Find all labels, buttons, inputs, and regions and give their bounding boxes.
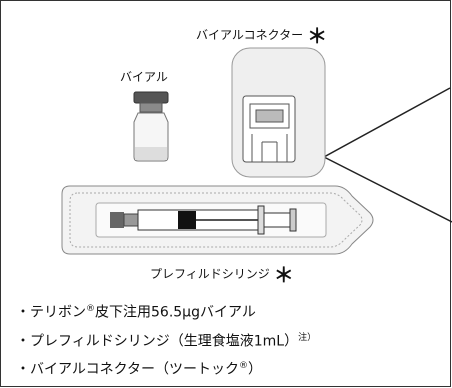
list-item: ・テリボン®皮下注用56.5μgバイアル — [16, 304, 256, 321]
list-item: ・バイアルコネクター（ツートック®） — [16, 361, 263, 378]
vial-connector-label: バイアルコネクター＊ — [196, 20, 327, 49]
vial-connector-image — [231, 47, 326, 178]
prefilled-syringe-label-text: プレフィルドシリンジ — [150, 267, 270, 281]
list-item: ・プレフィルドシリンジ（生理食塩液1mL）注） — [16, 332, 317, 350]
vial-connector-label-text: バイアルコネクター — [196, 28, 304, 42]
vial-image — [133, 91, 169, 162]
vial-connector-asterisk: ＊ — [307, 24, 328, 48]
prefilled-syringe-label: プレフィルドシリンジ＊ — [150, 259, 294, 288]
prefilled-syringe-asterisk: ＊ — [273, 263, 294, 287]
syringe-image — [110, 205, 297, 235]
contents-list: ・テリボン®皮下注用56.5μgバイアル ・プレフィルドシリンジ（生理食塩液1m… — [16, 297, 316, 383]
vial-label: バイアル — [120, 70, 168, 84]
